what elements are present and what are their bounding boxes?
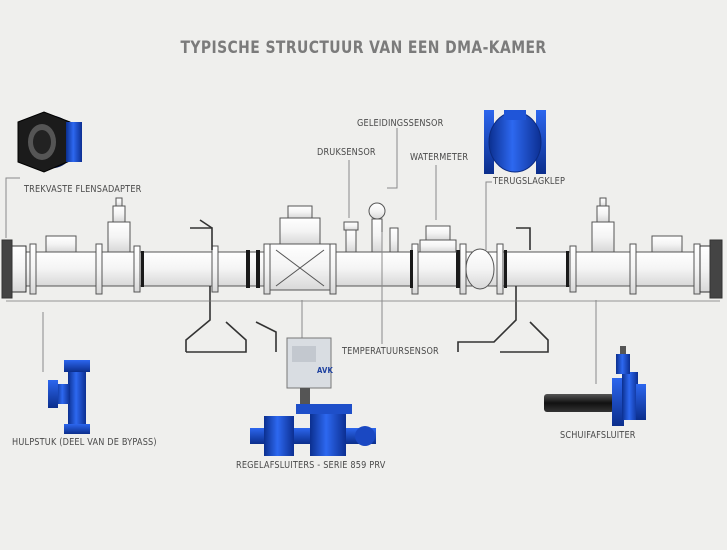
pipe-supports <box>185 219 549 353</box>
label-gate-valve: SCHUIFAFSLUITER <box>560 430 636 441</box>
auxiliary-tee-image <box>48 360 90 434</box>
gate-valve-image <box>544 346 646 426</box>
label-check-valve: TERUGSLAGKLEP <box>493 176 566 187</box>
brand-logo: AVK <box>317 366 334 375</box>
label-flange-adapter: TREKVASTE FLENSADAPTER <box>24 184 142 195</box>
leader-lines <box>5 128 597 384</box>
pipeline <box>7 235 711 295</box>
pipeline-gate-valves <box>107 197 615 253</box>
label-auxiliary-piece: HULPSTUK (DEEL VAN DE BYPASS) <box>12 437 157 448</box>
label-pressure-sensor: DRUKSENSOR <box>317 147 376 158</box>
page-title: TYPISCHE STRUCTUUR VAN EEN DMA-KAMER <box>180 38 547 58</box>
pipeline-sensors <box>343 202 495 290</box>
label-temperature-sensor: TEMPERATUURSENSOR <box>342 346 439 357</box>
label-control-valve: REGELAFSLUITERS - SERIE 859 PRV <box>236 460 386 471</box>
gasket-rings <box>141 250 569 288</box>
flange-adapter-image <box>17 111 82 173</box>
label-water-meter: WATERMETER <box>410 152 469 163</box>
check-valve-image <box>484 110 546 174</box>
label-conductivity-sensor: GELEIDINGSSENSOR <box>357 118 444 129</box>
pipeline-control-valve <box>269 205 331 291</box>
control-valve-image <box>250 337 376 456</box>
end-flange-adapters <box>1 239 723 299</box>
